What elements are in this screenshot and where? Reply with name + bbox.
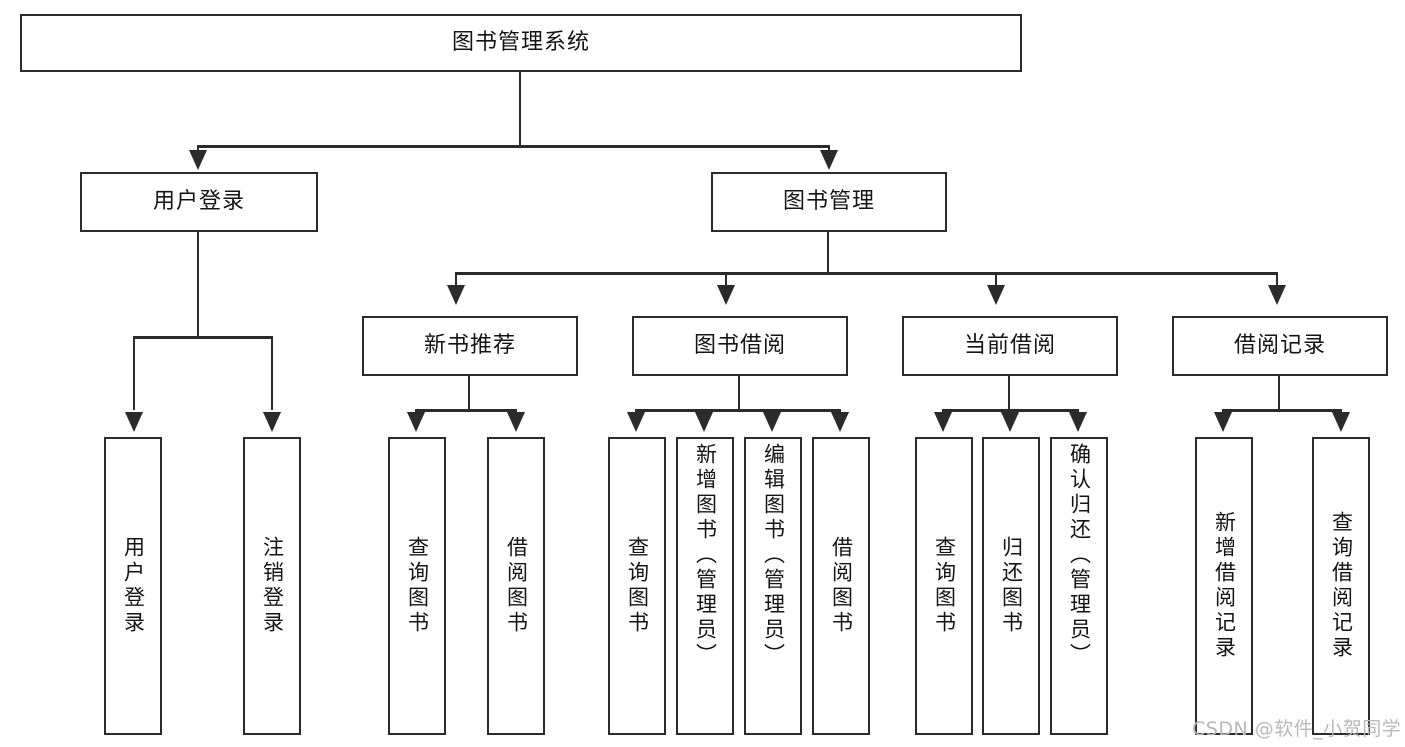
arrowhead-login-1	[263, 412, 281, 432]
arrowhead-group0-1	[507, 412, 525, 432]
node-leaf-10[interactable]: 确认归还（管理员）	[1050, 437, 1108, 735]
arrowhead-books-2	[987, 285, 1005, 305]
node-level3-1[interactable]: 图书借阅	[632, 316, 848, 376]
connector-books-drop-2	[994, 272, 998, 285]
connector-books-drop-1	[724, 272, 728, 285]
connector-group3-drop-0	[1221, 409, 1225, 412]
connector-login-drop-1	[270, 336, 274, 410]
arrowhead-books-3	[1268, 285, 1286, 305]
arrowhead-group2-0	[934, 412, 952, 432]
connector-login-stem	[196, 232, 200, 337]
node-leaf-5[interactable]: 新增图书（管理员）	[676, 437, 734, 735]
connector-login-drop-0	[132, 336, 136, 410]
arrowhead-login-0	[125, 412, 143, 432]
node-leaf-11[interactable]: 新增借阅记录	[1195, 437, 1253, 735]
connector-group2-drop-2	[1076, 409, 1080, 412]
arrowhead-group1-3	[831, 412, 849, 432]
arrowhead-group1-0	[627, 412, 645, 432]
node-leaf-8[interactable]: 查询图书	[915, 437, 973, 735]
connector-group1-drop-0	[634, 409, 638, 412]
connector-group2-stem	[1007, 376, 1011, 410]
connector-group2-drop-1	[1008, 409, 1012, 412]
arrowhead-group0-0	[407, 412, 425, 432]
connector-group0-drop-0	[414, 409, 418, 412]
connector-group1-bar	[636, 409, 841, 412]
node-root-book-management-system[interactable]: 图书管理系统	[20, 14, 1022, 72]
connector-books-drop-0	[454, 272, 458, 285]
node-leaf-12[interactable]: 查询借阅记录	[1312, 437, 1370, 735]
connector-group0-stem	[467, 376, 471, 410]
node-leaf-3[interactable]: 借阅图书	[487, 437, 545, 735]
connector-group0-drop-1	[514, 409, 518, 412]
connector-group1-stem	[737, 376, 741, 410]
connector-group3-drop-1	[1339, 409, 1343, 412]
arrowhead-group2-1	[1001, 412, 1019, 432]
connector-root-bar	[198, 145, 830, 148]
node-leaf-0[interactable]: 用户登录	[104, 437, 162, 735]
connector-group3-bar	[1223, 409, 1341, 412]
connector-books-stem	[826, 232, 830, 273]
node-level2-1[interactable]: 图书管理	[711, 172, 947, 232]
arrowhead-root-1	[820, 150, 838, 170]
arrowhead-group2-2	[1069, 412, 1087, 432]
node-leaf-2[interactable]: 查询图书	[388, 437, 446, 735]
node-leaf-1[interactable]: 注销登录	[243, 437, 301, 735]
node-leaf-4[interactable]: 查询图书	[608, 437, 666, 735]
node-leaf-7[interactable]: 借阅图书	[812, 437, 870, 735]
arrowhead-group3-0	[1214, 412, 1232, 432]
connector-books-bar	[456, 272, 1278, 275]
arrowhead-group1-2	[763, 412, 781, 432]
node-leaf-9[interactable]: 归还图书	[982, 437, 1040, 735]
connector-group1-drop-3	[838, 409, 842, 412]
connector-group2-drop-0	[941, 409, 945, 412]
node-level3-2[interactable]: 当前借阅	[902, 316, 1118, 376]
connector-group1-drop-2	[770, 409, 774, 412]
node-level3-0[interactable]: 新书推荐	[362, 316, 578, 376]
connector-group1-drop-1	[702, 409, 706, 412]
connector-root-stem	[518, 72, 522, 145]
node-leaf-6[interactable]: 编辑图书（管理员）	[744, 437, 802, 735]
node-level2-0[interactable]: 用户登录	[80, 172, 318, 232]
arrowhead-group1-1	[695, 412, 713, 432]
watermark-credit: CSDN @软件_小贺同学	[1192, 718, 1402, 740]
connector-books-drop-3	[1275, 272, 1279, 285]
arrowhead-books-0	[447, 285, 465, 305]
arrowhead-root-0	[189, 150, 207, 170]
arrowhead-group3-1	[1332, 412, 1350, 432]
node-level3-3[interactable]: 借阅记录	[1172, 316, 1388, 376]
connector-group0-bar	[416, 409, 516, 412]
connector-group3-stem	[1277, 376, 1281, 410]
arrowhead-books-1	[717, 285, 735, 305]
connector-login-bar	[134, 336, 272, 339]
